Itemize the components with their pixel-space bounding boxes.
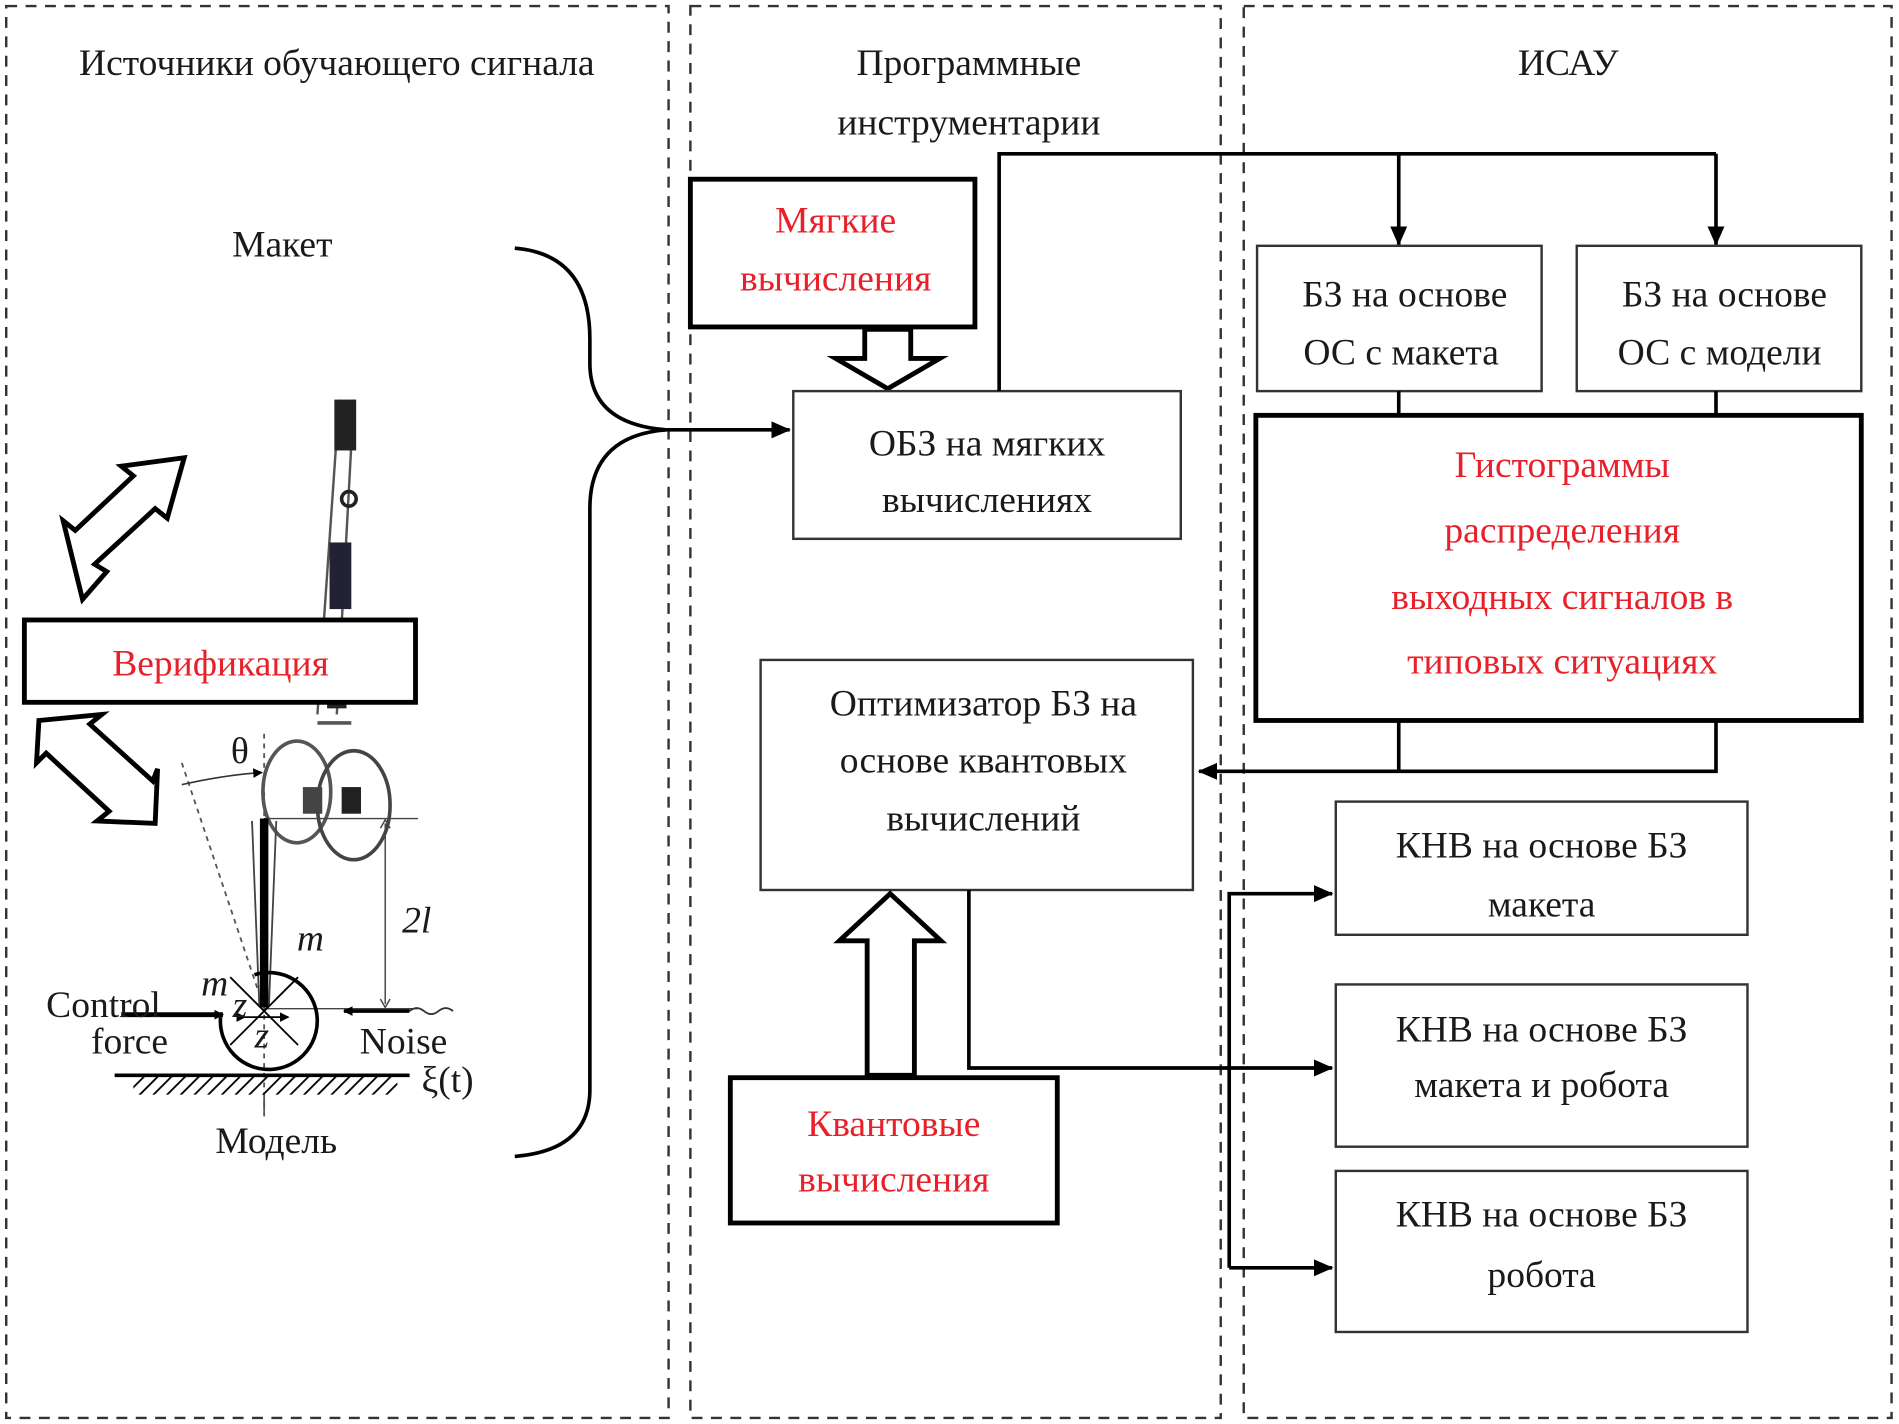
kb-model-line1: БЗ на основе xyxy=(1622,274,1827,315)
length-label: 2l xyxy=(402,900,431,941)
arrow-to-optimizer xyxy=(1199,720,1718,771)
panel-tools-title-line1: Программные xyxy=(856,43,1081,84)
kb-maket-line2: ОС с макета xyxy=(1303,332,1499,373)
kb-maket-line1: БЗ на основе xyxy=(1302,274,1507,315)
noise-label: Noise xyxy=(360,1021,448,1062)
knv-1-box xyxy=(1334,800,1749,937)
optimizer-line2: основе квантовых xyxy=(840,741,1127,782)
panel-tools-title-line2: инструментарии xyxy=(837,102,1100,143)
z-lower-label: z xyxy=(253,1015,269,1056)
arrow-to-knv-1 xyxy=(1227,885,1334,1268)
knv-2-line1: КНВ на основе БЗ xyxy=(1396,1009,1688,1050)
optimizer-box xyxy=(759,658,1195,892)
panel-sources-title: Источники обучающего сигнала xyxy=(79,43,595,84)
obz-line2: вычислениях xyxy=(882,480,1092,521)
noise-function-label: ξ(t) xyxy=(422,1060,474,1101)
hollow-arrow-up-icon xyxy=(833,890,948,1078)
histograms-line3: выходных сигналов в xyxy=(1391,577,1733,618)
soft-computing-line2: вычисления xyxy=(740,259,931,300)
obz-line1: ОБЗ на мягких xyxy=(869,423,1106,464)
double-arrow-maket-icon xyxy=(59,454,188,605)
knv-1-line1: КНВ на основе БЗ xyxy=(1396,825,1688,866)
knv-3-line2: робота xyxy=(1487,1255,1596,1296)
maket-robot-picture xyxy=(261,399,392,862)
quantum-box xyxy=(727,1075,1060,1226)
obz-output-line xyxy=(997,151,1716,392)
soft-computing-line1: Мягкие xyxy=(775,200,896,241)
histograms-line4: типовых ситуациях xyxy=(1407,641,1717,682)
histograms-line2: распределения xyxy=(1444,510,1680,551)
hollow-arrow-down-icon xyxy=(826,326,949,392)
soft-computing-box xyxy=(687,176,978,330)
obz-box xyxy=(792,389,1182,541)
quantum-line1: Квантовые xyxy=(807,1104,980,1145)
optimizer-line1: Оптимизатор БЗ на xyxy=(830,684,1138,725)
histograms-box xyxy=(1253,412,1864,723)
maket-label: Макет xyxy=(232,225,332,266)
wheel-mass-label: m xyxy=(201,963,228,1004)
model-label: Модель xyxy=(215,1121,337,1162)
brace-connector xyxy=(514,246,667,1159)
knv-3-line1: КНВ на основе БЗ xyxy=(1396,1195,1688,1236)
panel-isau xyxy=(1242,4,1893,1420)
control-force-line2: force xyxy=(91,1021,168,1062)
kb-maket-box xyxy=(1255,244,1543,393)
kb-model-line2: ОС с модели xyxy=(1618,332,1822,373)
knv-1-line2: макета xyxy=(1488,885,1596,926)
z-upper-label: z xyxy=(232,985,248,1026)
histograms-line1: Гистограммы xyxy=(1455,445,1670,486)
knv-2-line2: макета и робота xyxy=(1414,1065,1669,1106)
verification-label: Верификация xyxy=(112,644,329,685)
kb-model-box xyxy=(1575,244,1863,393)
panel-tools xyxy=(689,4,1222,1420)
quantum-line2: вычисления xyxy=(798,1160,989,1201)
double-arrow-model-icon xyxy=(33,711,161,826)
knv-3-box xyxy=(1334,1169,1749,1334)
panel-sources xyxy=(5,4,670,1420)
pole-mass-label: m xyxy=(297,919,324,960)
knv-2-box xyxy=(1334,983,1749,1148)
optimizer-line3: вычислений xyxy=(886,799,1080,840)
theta-label: θ xyxy=(231,731,249,772)
verification-box xyxy=(21,617,418,705)
arrow-to-knv-2 xyxy=(967,890,1334,1077)
pendulum-model-diagram xyxy=(114,733,454,1121)
control-force-line1: Control xyxy=(46,985,161,1026)
panel-isau-title: ИСАУ xyxy=(1518,43,1619,84)
